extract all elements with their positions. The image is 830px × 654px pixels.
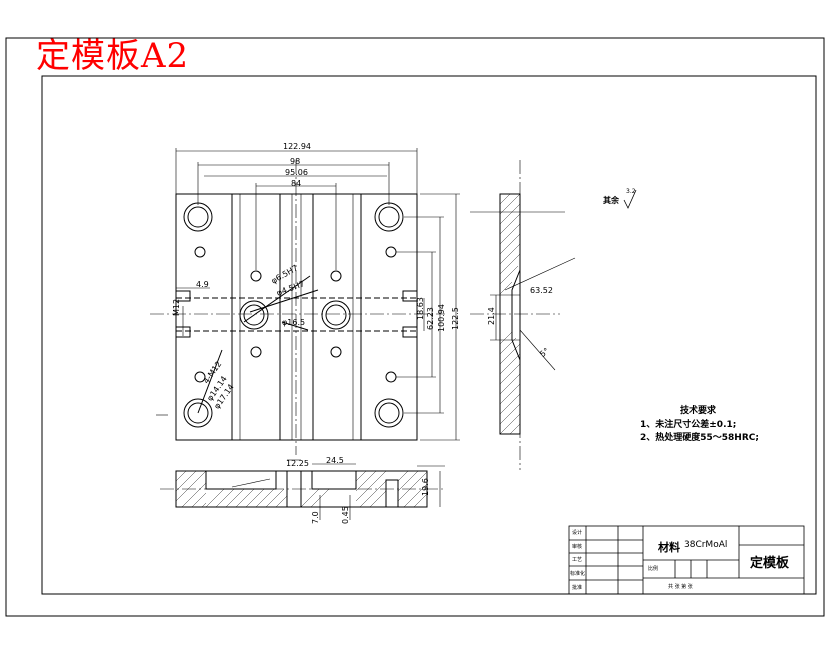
dim-section-d: 0.45 — [341, 506, 350, 524]
cavity-left — [239, 300, 269, 330]
dim-hole-span-b: 95.06 — [285, 168, 308, 177]
plan-dimensions — [156, 148, 460, 441]
dim-height-small: 18.63 — [416, 297, 425, 320]
plan-view — [150, 160, 445, 455]
tech-note-1: 1、未注尺寸公差±0.1; — [640, 420, 737, 430]
tech-notes-heading: 技术要求 — [680, 406, 717, 416]
dim-overall-width: 122.94 — [283, 142, 311, 151]
bottom-section-view — [160, 459, 445, 520]
material-label: 材料 — [658, 541, 680, 554]
tech-note-2: 2、热处理硬度55～58HRC; — [640, 433, 759, 443]
row-label-approve: 批准 — [572, 585, 583, 591]
sheet-label: 共 张 第 张 — [668, 584, 693, 590]
roughness-label: 其余 — [603, 196, 619, 205]
title-block-grid — [568, 525, 805, 595]
row-label-review: 审核 — [572, 544, 583, 550]
row-label-process: 工艺 — [572, 557, 583, 563]
dim-section-e: 7.0 — [311, 511, 320, 524]
dim-height-total: 122.5 — [451, 307, 460, 330]
guide-hole-bl — [183, 398, 213, 428]
inner-frame — [41, 75, 817, 595]
row-label-standard: 标准化 — [570, 571, 586, 577]
dim-height-mid: 62.23 — [426, 307, 435, 330]
dim-height-inner: 100.94 — [437, 304, 446, 332]
dim-diag-3: φ16.5 — [282, 318, 306, 327]
dim-hole-span-a: 98 — [290, 157, 301, 166]
scale-label: 比例 — [648, 566, 659, 572]
dim-section-a: 12.25 — [286, 459, 309, 468]
row-label-design: 设计 — [572, 530, 583, 536]
roughness-symbol — [623, 189, 637, 209]
outer-frame — [5, 37, 825, 617]
dim-side: 63.52 — [530, 286, 553, 295]
cavity-right — [321, 300, 351, 330]
roughness-value: 3.2 — [626, 188, 636, 195]
dim-hole-span-c: 84 — [291, 179, 302, 188]
dim-side-height: 21.4 — [487, 307, 496, 325]
part-name: 定模板 — [750, 556, 790, 571]
dim-left-spacing: M12 — [172, 298, 181, 316]
dim-section-b: 24.5 — [326, 456, 344, 465]
side-view — [470, 160, 576, 470]
guide-hole-br — [374, 398, 404, 428]
dim-section-c: 19.6 — [421, 478, 430, 496]
dim-left-offset: 4.9 — [196, 280, 209, 289]
bottom-hatch — [175, 470, 428, 508]
material-value: 38CrMoAl — [684, 540, 728, 550]
plate-outline — [175, 193, 418, 441]
sheet-title: 定模板A2 — [36, 36, 190, 76]
side-hatch — [499, 193, 521, 435]
